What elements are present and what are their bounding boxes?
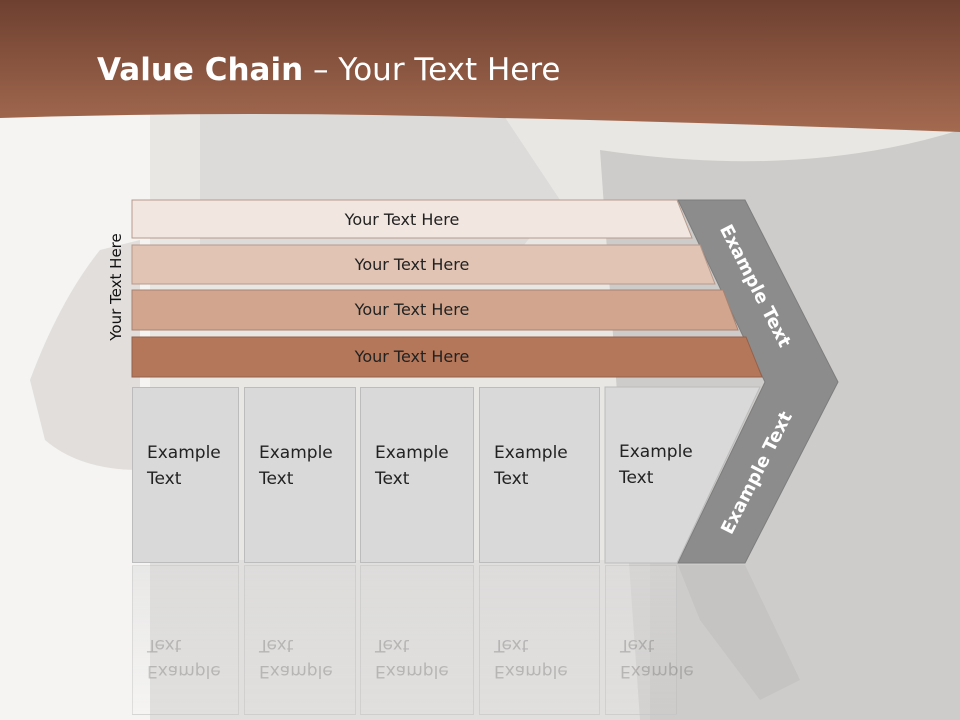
support-bar-2-label: Your Text Here: [354, 254, 470, 274]
primary-box-5-shape: [604, 386, 761, 564]
primary-box-3-line1: Example: [375, 443, 449, 463]
support-bar-2: Your Text Here: [132, 245, 712, 283]
primary-box-5-line1: Example: [619, 442, 693, 462]
primary-box-2-line2: Text: [259, 469, 294, 489]
header-band: [0, 0, 960, 132]
arrow-reflection: [678, 565, 800, 700]
primary-box-4-line1: Example: [494, 443, 568, 463]
value-chain-arrow: [677, 199, 839, 564]
side-label: Your Text Here: [107, 233, 125, 341]
primary-box-3-line2: Text: [375, 469, 410, 489]
primary-box-1-line2: Text: [147, 469, 182, 489]
support-bar-4: Your Text Here: [132, 337, 712, 375]
support-bar-3-label: Your Text Here: [354, 299, 470, 319]
support-bar-3-shape: [131, 289, 739, 331]
title-bold: Value Chain: [97, 52, 304, 88]
primary-box-1-line1: Example: [147, 443, 221, 463]
primary-box-2-line1: Example: [259, 443, 333, 463]
support-bar-2-shape: [131, 244, 716, 285]
support-bar-1-label: Your Text Here: [344, 209, 460, 229]
support-bar-1: Your Text Here: [132, 200, 692, 238]
title-rest: – Your Text Here: [303, 52, 561, 88]
support-bar-1-shape: [131, 199, 693, 239]
support-bar-3: Your Text Here: [132, 290, 712, 328]
support-bar-4-shape: [131, 336, 763, 378]
primary-box-5-line2: Text: [619, 468, 654, 488]
background-hand-shape: [30, 240, 140, 470]
slide-title: Value Chain – Your Text Here: [97, 52, 560, 88]
support-bar-4-label: Your Text Here: [354, 346, 470, 366]
primary-box-4-line2: Text: [494, 469, 529, 489]
